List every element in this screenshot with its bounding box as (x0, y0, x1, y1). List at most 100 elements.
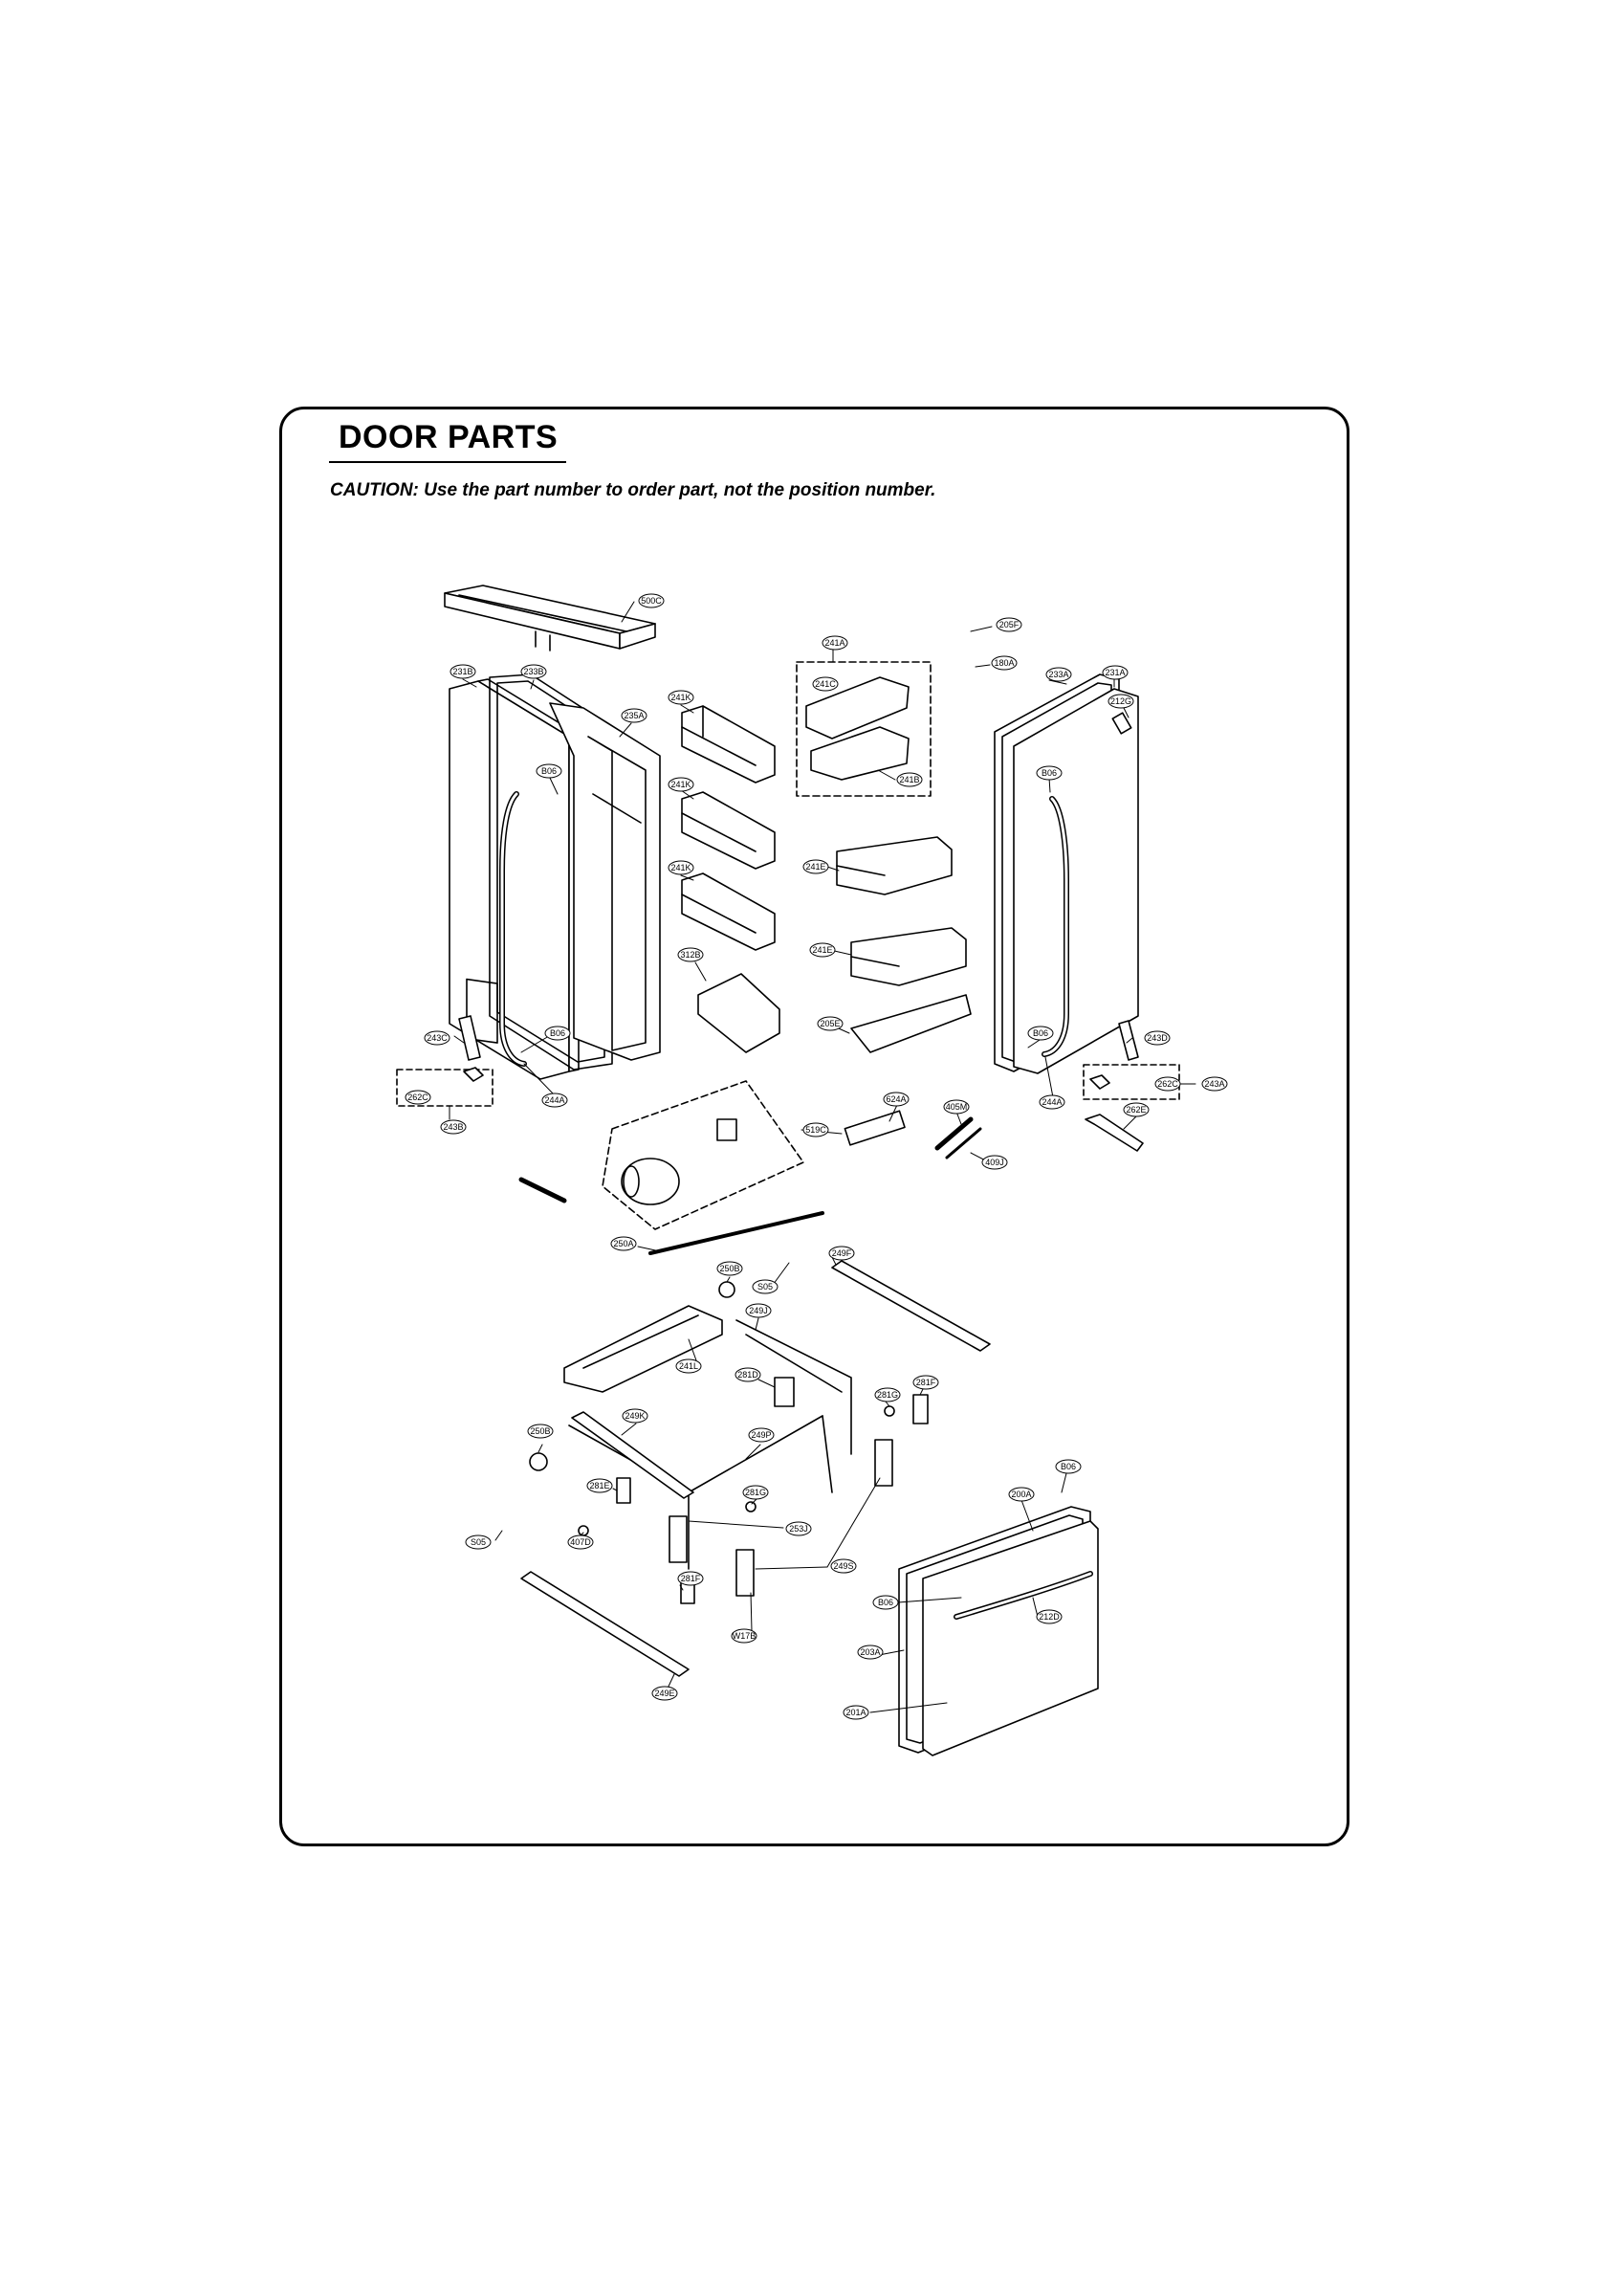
callout-bubble (1039, 1094, 1065, 1110)
callout-label: 281F (916, 1378, 936, 1387)
freezer-basket-part (563, 1305, 723, 1393)
bin-support-part (850, 994, 972, 1053)
callout-label: 201A (845, 1708, 866, 1717)
callout-bubble (857, 1645, 884, 1660)
callout-233a: 233A (1045, 667, 1072, 682)
callout-bubble (912, 1375, 939, 1390)
callout-label: 203A (860, 1647, 880, 1657)
callout-249j: 249J (745, 1303, 772, 1318)
callout-243b: 243B (440, 1119, 467, 1135)
callout-label: 244A (1042, 1097, 1062, 1107)
callout-bubble (610, 1236, 637, 1251)
callout-bubble (874, 1387, 901, 1402)
callout-bubble (536, 763, 562, 779)
callout-label: S05 (757, 1282, 773, 1292)
callout-label: 249E (654, 1689, 674, 1698)
callout-bubble (668, 777, 694, 792)
callout-249s: 249S (830, 1558, 857, 1574)
callout-label: 281G (745, 1488, 766, 1497)
callout-label: 250B (530, 1426, 550, 1436)
callout-bubble (745, 1303, 772, 1318)
callout-bubble (716, 1261, 743, 1276)
callout-bubble (748, 1427, 775, 1443)
callout-w17b: W17B (731, 1628, 757, 1644)
dairy-bin-part (810, 726, 910, 781)
hinge-clip-part (1089, 1074, 1110, 1090)
hinge-bracket-right (874, 1439, 893, 1487)
callout-249e: 249E (651, 1686, 678, 1701)
callout-bubble (843, 1705, 869, 1720)
callout-241a: 241A (822, 635, 848, 651)
callout-231b: 231B (450, 664, 476, 679)
callout-label: 249J (749, 1306, 768, 1315)
callout-312b: 312B (677, 947, 704, 962)
callout-241b: 241B (896, 772, 923, 787)
callout-label: 241L (679, 1361, 698, 1371)
callout-bubble (1027, 1026, 1054, 1041)
callout-bubble (802, 859, 829, 874)
callout-249p: 249P (748, 1427, 775, 1443)
callout-label: 241B (899, 775, 919, 784)
callout-bubble (544, 1026, 571, 1041)
callout-bubble (785, 1521, 812, 1536)
bracket-281d (774, 1377, 795, 1407)
callout-label: 241C (815, 679, 836, 689)
callout-b06-2: B06 (1036, 765, 1063, 781)
water-valve-part (621, 1118, 737, 1205)
right-door-handle-part (1042, 796, 1069, 1057)
bracket-281f (912, 1394, 929, 1424)
callout-bubble (735, 1367, 761, 1382)
bracket-part (697, 973, 780, 1053)
callout-200a: 200A (1008, 1487, 1035, 1502)
page-title: DOOR PARTS (339, 419, 559, 455)
callout-label: S05 (471, 1537, 486, 1547)
callout-bubble (621, 708, 647, 723)
callout-label: 253J (789, 1524, 808, 1534)
callout-label: 405M (946, 1102, 968, 1112)
callout-bubble (424, 1030, 450, 1046)
callout-233b: 233B (520, 664, 547, 679)
callout-249k: 249K (622, 1408, 648, 1424)
callout-bubble (668, 860, 694, 875)
callout-bubble (1154, 1076, 1181, 1092)
callout-label: B06 (1033, 1028, 1048, 1038)
callout-243c: 243C (424, 1030, 450, 1046)
callout-label: 281F (681, 1574, 701, 1583)
callout-405m: 405M (943, 1099, 970, 1115)
slide-rail-part-bottom (520, 1571, 690, 1677)
callout-label: 250A (613, 1239, 633, 1248)
callout-bubble (896, 772, 923, 787)
callout-label: 231B (452, 667, 472, 676)
water-valve-group-box (602, 1080, 804, 1230)
dairy-bin-cover-part (805, 676, 910, 740)
callout-241e-2: 241E (809, 942, 836, 958)
hinge-kit-box-right (1083, 1064, 1180, 1100)
callout-label: 241E (805, 862, 825, 872)
right-door-bin-part (850, 927, 967, 986)
callout-205f: 205F (996, 617, 1022, 632)
dairy-bin-group-box (796, 661, 932, 797)
callout-bubble (996, 617, 1022, 632)
callout-281f-2: 281F (677, 1571, 704, 1586)
callout-bubble (828, 1246, 855, 1261)
callout-bubble (1201, 1076, 1228, 1092)
right-door-bin-part (836, 836, 953, 895)
callout-label: 249S (833, 1561, 853, 1571)
callout-label: 262C (1157, 1079, 1178, 1089)
callout-label: 249F (832, 1248, 852, 1258)
callout-409j: 409J (981, 1155, 1008, 1170)
callout-label: W17B (733, 1631, 757, 1641)
callout-label: B06 (541, 766, 557, 776)
callout-label: 243D (1147, 1033, 1168, 1043)
callout-bubble (465, 1534, 492, 1550)
callout-241l: 241L (675, 1358, 702, 1374)
hinge-kit-box-left (396, 1069, 493, 1107)
callout-253j: 253J (785, 1521, 812, 1536)
callout-label: 235A (624, 711, 644, 720)
callout-250b-1: 250B (716, 1261, 743, 1276)
callout-281e: 281E (586, 1478, 613, 1493)
callout-bubble (731, 1628, 757, 1644)
callout-241k-3: 241K (668, 860, 694, 875)
callout-262e: 262E (1123, 1102, 1150, 1117)
